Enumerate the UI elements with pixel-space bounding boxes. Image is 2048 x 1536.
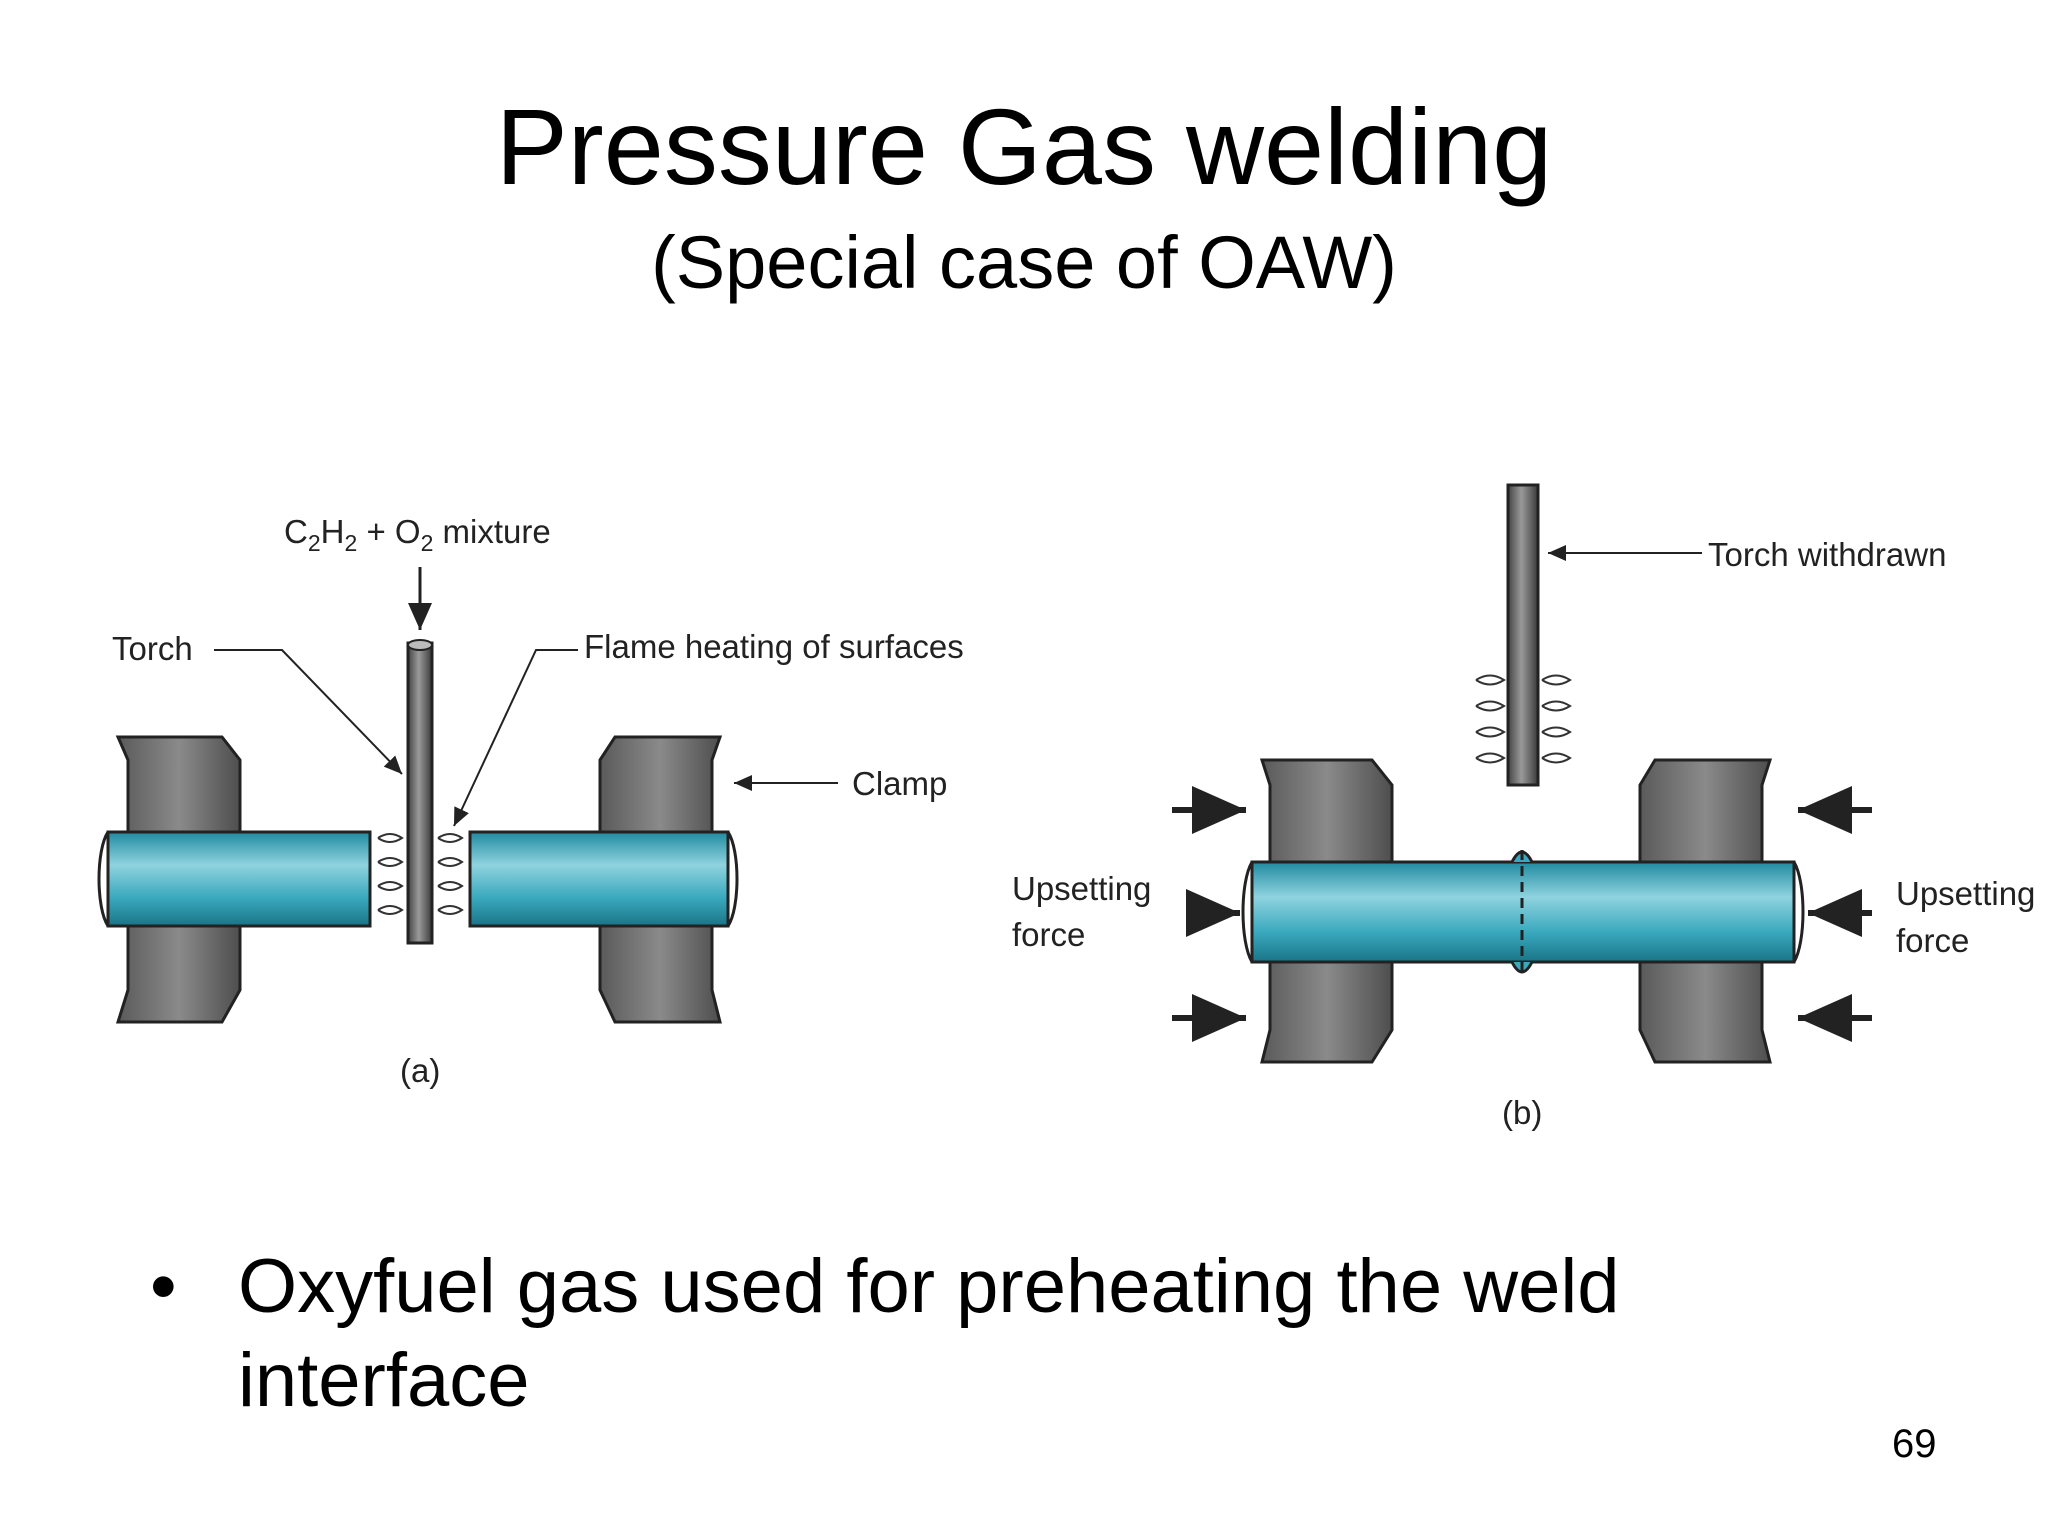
force-arrows-left (1172, 786, 1246, 1042)
slide-title: Pressure Gas welding (495, 86, 1553, 207)
slide-subtitle: (Special case of OAW) (651, 221, 1397, 304)
bullet-item: • Oxyfuel gas used for preheating the we… (150, 1240, 1850, 1428)
flame-heating-label: Flame heating of surfaces (584, 628, 964, 665)
upsetting-force-right-line1: Upsetting (1896, 875, 2035, 912)
clamp-label: Clamp (852, 765, 947, 802)
torch-b (1506, 483, 1540, 787)
force-arrows-right (1798, 786, 1872, 1042)
upsetting-force-right-line2: force (1896, 922, 1969, 959)
figure-a: C2H2 + O2 mixture Torch Flame heating of… (97, 513, 964, 1089)
flame-icon (377, 833, 464, 915)
bullet-marker: • (150, 1244, 177, 1329)
figure-b-caption: (b) (1502, 1094, 1542, 1131)
bullet-text: Oxyfuel gas used for preheating the weld… (238, 1244, 1620, 1423)
left-rod-a (106, 830, 372, 928)
flame-icon (1475, 674, 1572, 764)
right-rod-a (468, 830, 730, 928)
torch-withdrawn-label: Torch withdrawn (1708, 536, 1946, 573)
figure-a-caption: (a) (400, 1052, 440, 1089)
figure-b: Torch withdrawn Upsetting force Upsettin… (1012, 483, 2035, 1131)
bullet-list: • Oxyfuel gas used for preheating the we… (150, 1240, 1850, 1428)
torch-a (406, 641, 434, 945)
torch-label: Torch (112, 630, 193, 667)
upsetting-force-left-line1: Upsetting (1012, 870, 1151, 907)
mixture-label: C2H2 + O2 mixture (284, 513, 551, 556)
upsetting-force-left-line2: force (1012, 916, 1085, 953)
page-number: 69 (1892, 1422, 1937, 1466)
